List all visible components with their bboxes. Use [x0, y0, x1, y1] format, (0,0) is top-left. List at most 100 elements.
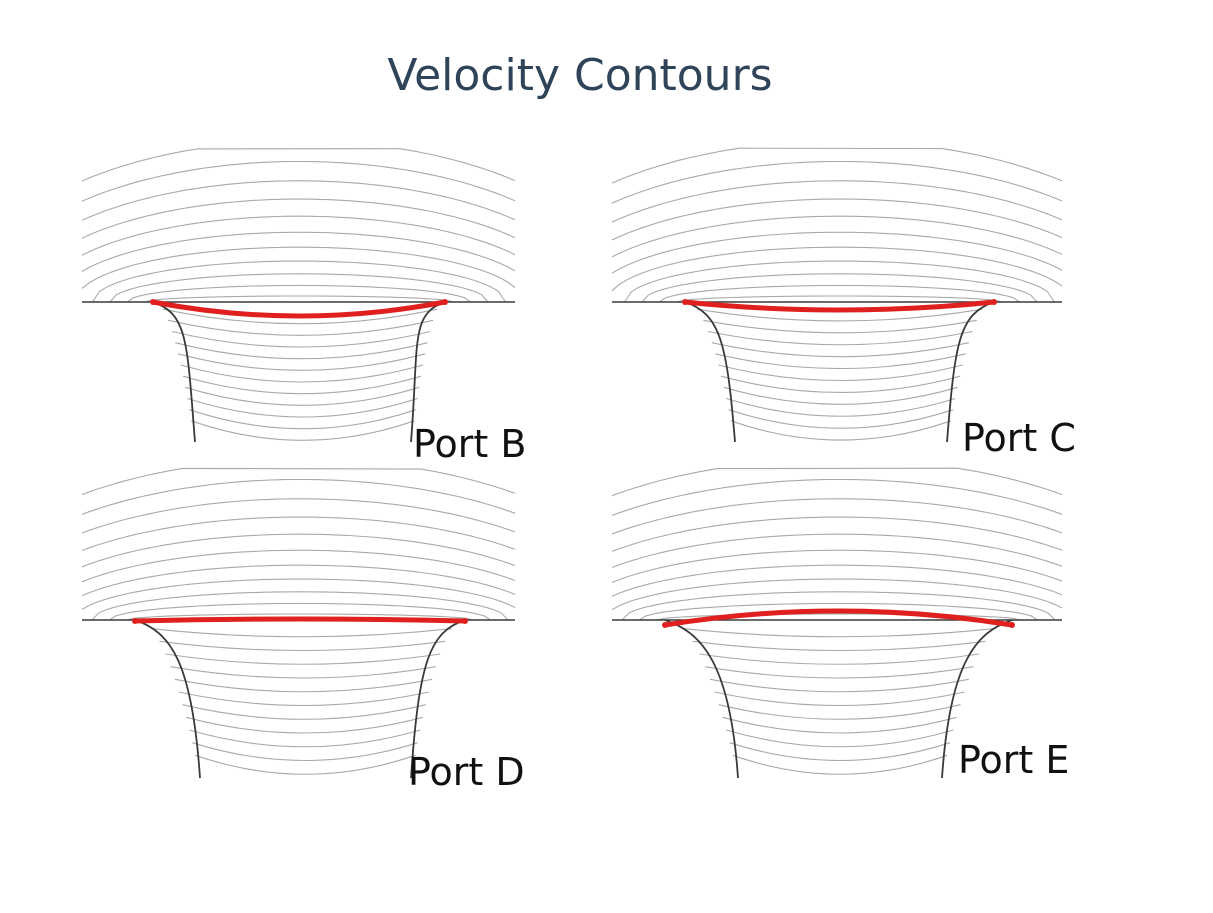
- downstream-contour-line: [151, 628, 452, 638]
- port-e-panel: Port E: [590, 460, 1090, 790]
- profile-left-endpoint: [150, 299, 156, 305]
- upstream-contour-line: [621, 591, 1056, 621]
- downstream-contour-line: [726, 397, 956, 417]
- upstream-contour-line: [144, 295, 454, 303]
- downstream-contour-line: [721, 375, 961, 393]
- port-d-label: Port D: [408, 750, 525, 794]
- downstream-contour-line: [726, 729, 954, 748]
- port-right-wall: [410, 301, 446, 443]
- upstream-contour-line: [109, 602, 491, 621]
- downstream-contour-line: [722, 716, 957, 734]
- port-c-outlet-profile: [682, 299, 997, 313]
- port-b-outlet-profile: [150, 299, 448, 319]
- downstream-contour-line: [707, 330, 973, 346]
- downstream-contour-line: [718, 364, 963, 382]
- port-d-contour-lines: [81, 467, 516, 775]
- upstream-contour-line: [81, 533, 516, 568]
- upstream-contour-line: [611, 533, 1063, 569]
- profile-right-endpoint: [991, 299, 997, 305]
- downstream-contour-line: [189, 729, 421, 748]
- upstream-contour-line: [81, 231, 516, 272]
- upstream-contour-line: [81, 148, 516, 182]
- downstream-contour-line: [175, 342, 428, 360]
- upstream-contour-line: [109, 273, 489, 303]
- port-b-contour-lines: [81, 148, 516, 441]
- port-left-wall: [664, 619, 739, 779]
- upstream-contour-line: [611, 467, 1063, 497]
- downstream-contour-line: [171, 330, 431, 348]
- upstream-contour-line: [611, 147, 1063, 184]
- port-right-wall: [946, 301, 995, 443]
- downstream-contour-line: [170, 666, 436, 679]
- downstream-contour-line: [709, 678, 969, 693]
- port-c-contour-lines: [611, 147, 1063, 441]
- downstream-contour-line: [730, 420, 952, 441]
- upstream-contour-line: [611, 215, 1063, 258]
- upstream-contour-line: [639, 602, 1038, 621]
- upstream-contour-line: [611, 498, 1063, 535]
- downstream-contour-line: [180, 364, 424, 383]
- upstream-contour-line: [81, 516, 516, 552]
- port-b-contour-diagram: [81, 148, 516, 443]
- upstream-contour-line: [127, 284, 471, 303]
- upstream-contour-line: [611, 198, 1063, 241]
- upstream-contour-line: [611, 160, 1063, 204]
- upstream-contour-line: [611, 231, 1063, 274]
- port-b-walls: [82, 301, 515, 443]
- port-e-contour-diagram: [611, 467, 1063, 779]
- upstream-contour-line: [611, 478, 1063, 516]
- upstream-contour-line: [659, 284, 1020, 303]
- downstream-contour-line: [732, 754, 948, 775]
- downstream-contour-line: [195, 754, 416, 775]
- upstream-contour-line: [92, 260, 506, 303]
- downstream-contour-line: [185, 716, 424, 734]
- upstream-contour-line: [611, 516, 1063, 552]
- profile-right-endpoint: [442, 299, 448, 305]
- port-c-contour-diagram: [611, 147, 1063, 443]
- upstream-contour-line: [81, 564, 516, 597]
- downstream-contour-line: [174, 678, 433, 693]
- slide-title: Velocity Contours: [387, 50, 773, 101]
- upstream-contour-line: [81, 467, 516, 496]
- upstream-contour-line: [81, 498, 516, 534]
- downstream-contour-line: [182, 375, 422, 395]
- downstream-contour-line: [191, 420, 415, 441]
- downstream-contour-line: [715, 353, 966, 370]
- downstream-contour-line: [692, 640, 986, 652]
- profile-left-endpoint: [662, 622, 668, 628]
- upstream-contour-line: [676, 295, 1003, 303]
- port-e-outlet-profile: [662, 608, 1015, 628]
- downstream-contour-line: [159, 640, 446, 652]
- port-left-wall: [134, 619, 201, 779]
- upstream-contour-line: [81, 578, 516, 610]
- port-c-label: Port C: [962, 416, 1076, 460]
- profile-left-endpoint: [132, 618, 138, 624]
- downstream-contour-line: [699, 653, 980, 665]
- downstream-contour-line: [185, 386, 420, 406]
- upstream-contour-line: [81, 160, 516, 202]
- upstream-contour-line: [641, 273, 1038, 303]
- upstream-contour-line: [81, 478, 516, 515]
- upstream-contour-line: [611, 564, 1063, 597]
- downstream-contour-line: [178, 691, 429, 707]
- upstream-contour-line: [81, 246, 516, 289]
- downstream-contour-line: [729, 742, 951, 762]
- upstream-contour-line: [611, 246, 1063, 292]
- upstream-contour-line: [126, 613, 474, 621]
- port-b-label: Port B: [413, 422, 527, 466]
- downstream-contour-line: [162, 308, 438, 325]
- port-d-outlet-profile: [132, 616, 468, 624]
- port-right-wall: [410, 619, 466, 779]
- upstream-contour-line: [81, 198, 516, 239]
- port-d-contour-diagram: [81, 467, 516, 779]
- downstream-contour-line: [684, 628, 994, 638]
- upstream-contour-line: [91, 591, 509, 621]
- downstream-contour-line: [182, 704, 426, 720]
- port-left-wall: [152, 301, 196, 443]
- downstream-contour-line: [187, 397, 418, 418]
- downstream-contour-line: [705, 666, 974, 679]
- downstream-contour-line: [703, 319, 977, 334]
- port-b-panel: Port B: [60, 140, 560, 470]
- profile-right-endpoint: [1009, 622, 1015, 628]
- port-c-panel: Port C: [590, 140, 1090, 470]
